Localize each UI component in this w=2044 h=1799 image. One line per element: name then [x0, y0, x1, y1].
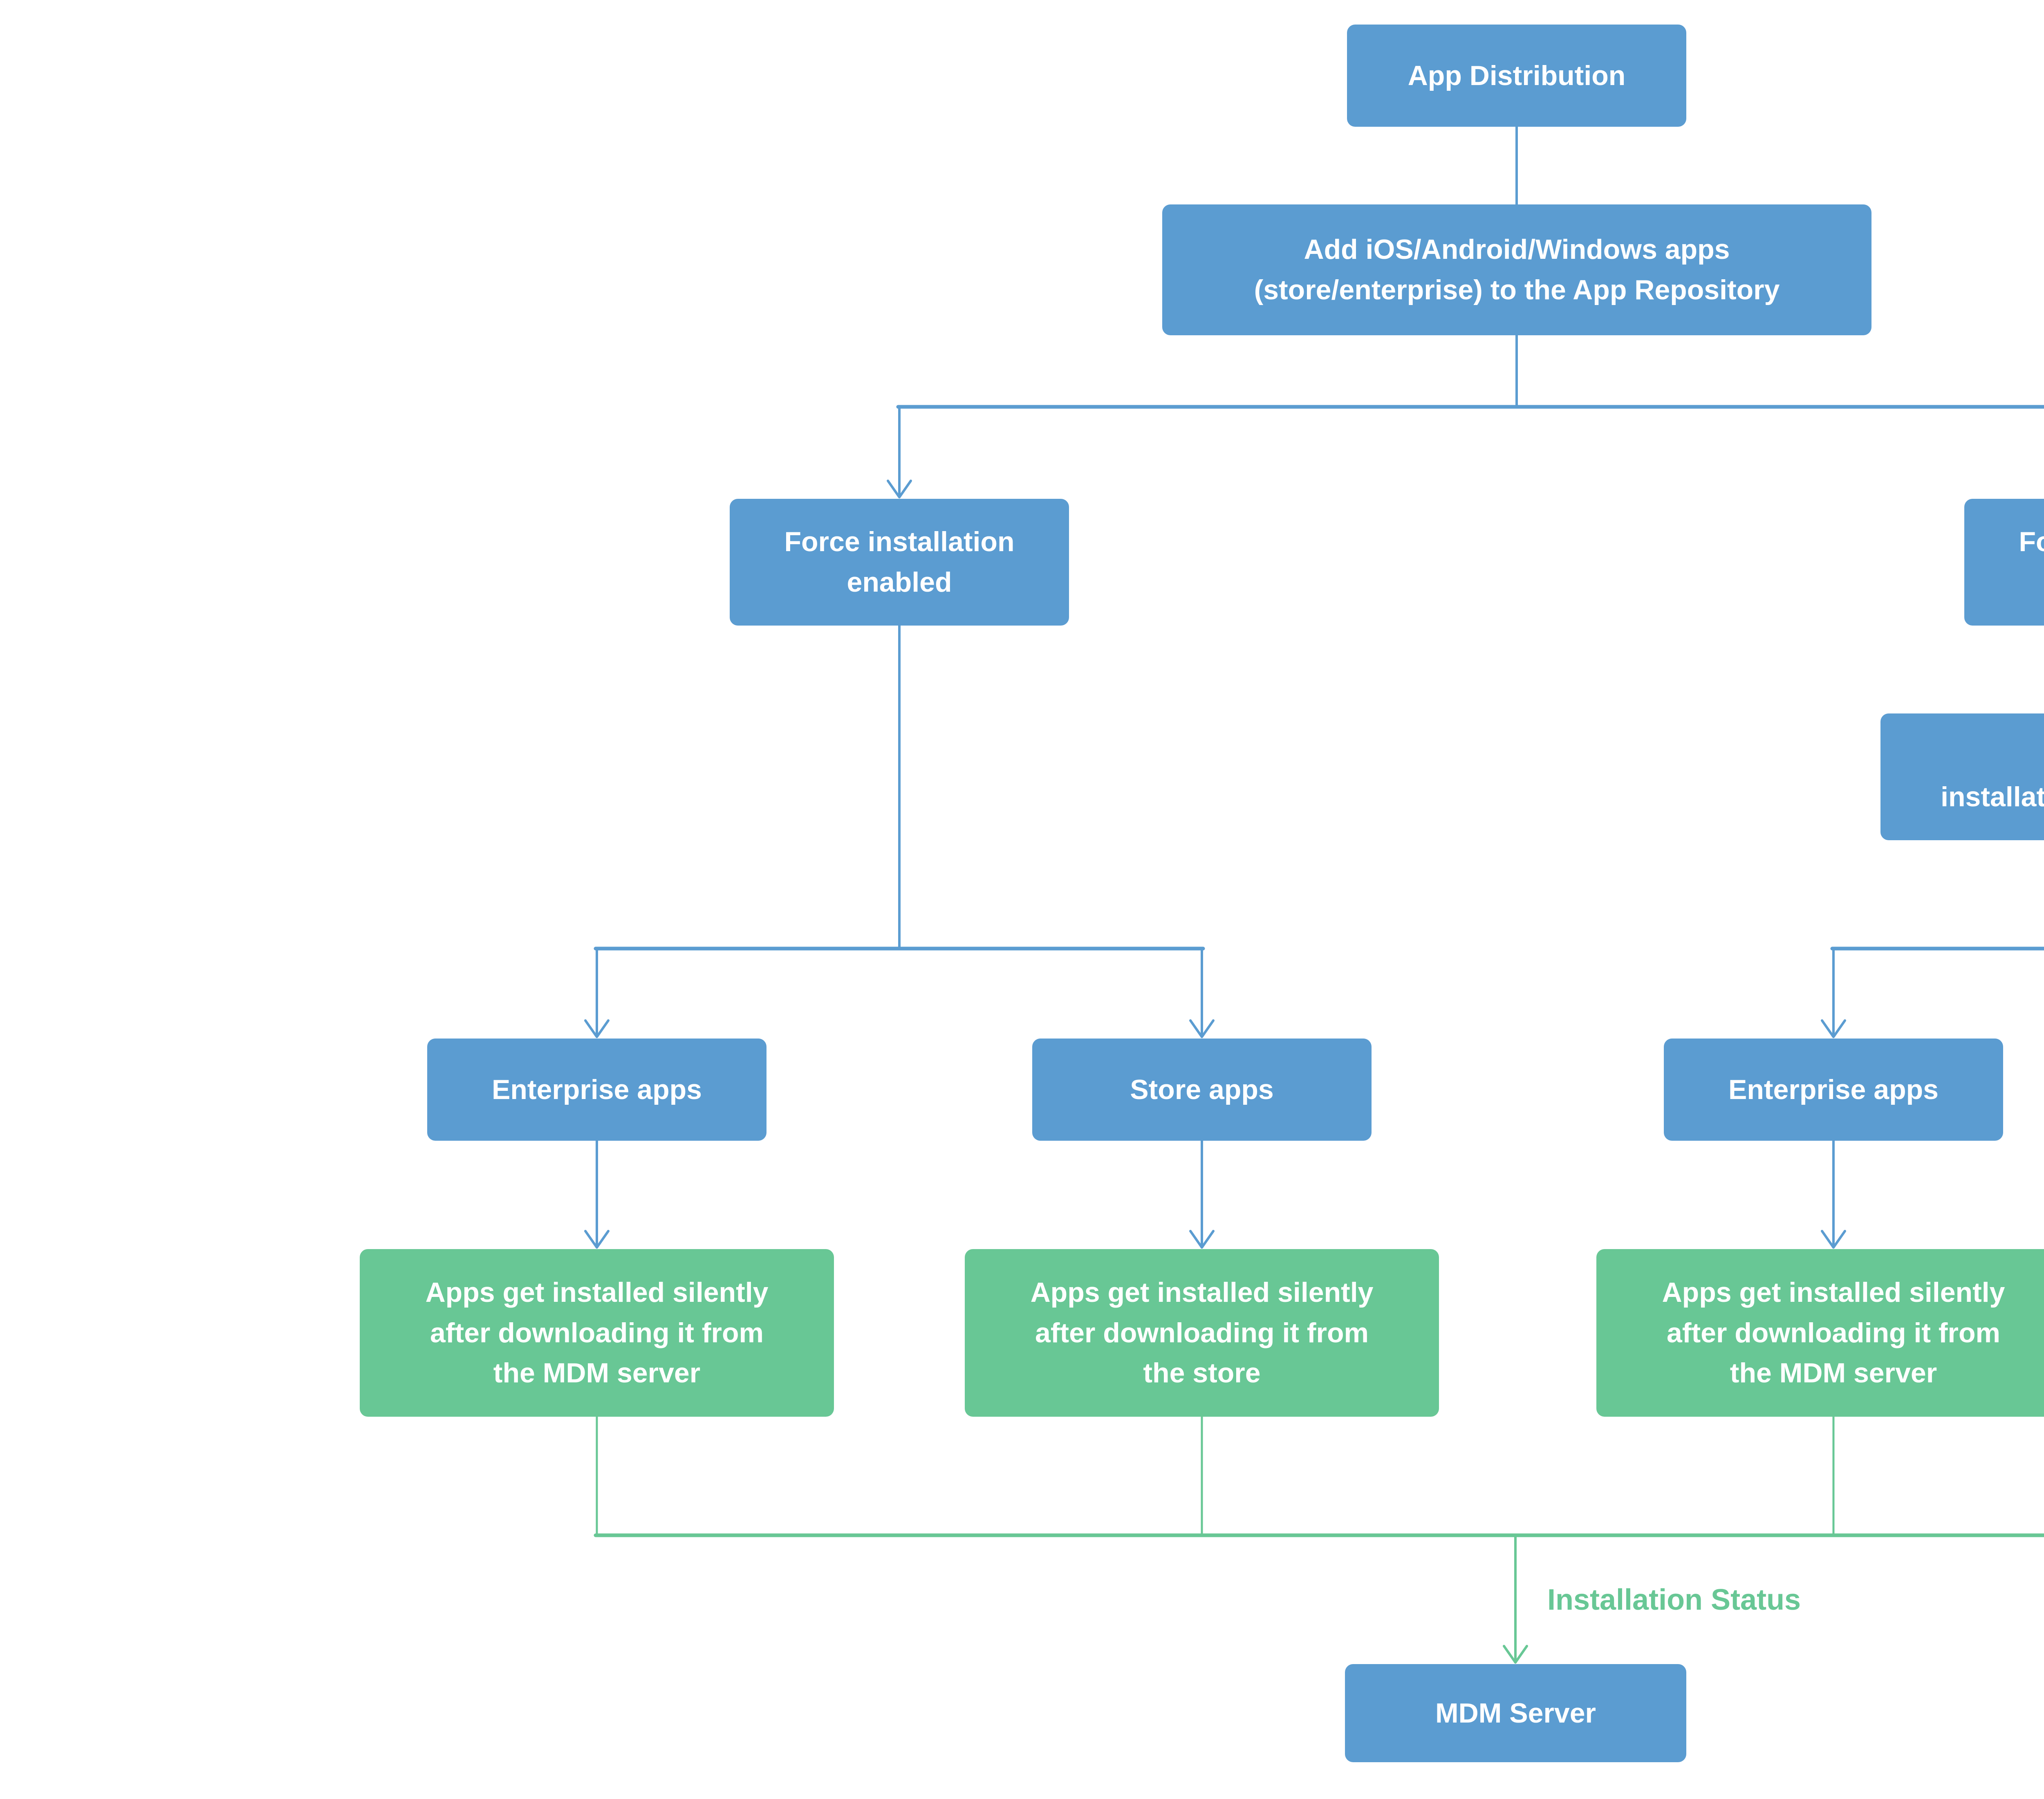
node-force-installation-enabled: Force installation enabled: [730, 499, 1069, 626]
node-silent-install-store-left: Apps get installed silently after downlo…: [965, 1249, 1439, 1417]
node-add-apps-repository: Add iOS/Android/Windows apps (store/ente…: [1162, 204, 1871, 335]
arrowhead-force-enabled: [887, 480, 912, 498]
node-user-initiates-installation: User initiates installation from App Cat…: [1880, 713, 2044, 840]
arrowhead-result-2: [1189, 1230, 1215, 1249]
arrowhead-result-3: [1821, 1230, 1846, 1249]
arrowhead-enterprise-right: [1821, 1019, 1846, 1038]
arrowhead-mdm-server: [1503, 1645, 1528, 1664]
arrowhead-result-1: [584, 1230, 610, 1249]
node-mdm-server: MDM Server: [1345, 1664, 1686, 1762]
arrowhead-enterprise-left: [584, 1019, 610, 1038]
edge-label-installation-status: Installation Status: [1547, 1584, 1801, 1616]
node-app-distribution: App Distribution: [1347, 25, 1686, 127]
node-silent-install-mdm-left: Apps get installed silently after downlo…: [360, 1249, 834, 1417]
node-enterprise-apps-left: Enterprise apps: [427, 1039, 766, 1141]
node-force-installation-disabled: Force installation disabled: [1964, 499, 2044, 626]
arrowhead-store-left: [1189, 1019, 1215, 1038]
node-silent-install-mdm-right: Apps get installed silently after downlo…: [1596, 1249, 2044, 1417]
node-enterprise-apps-right: Enterprise apps: [1664, 1039, 2003, 1141]
node-store-apps-left: Store apps: [1032, 1039, 1372, 1141]
